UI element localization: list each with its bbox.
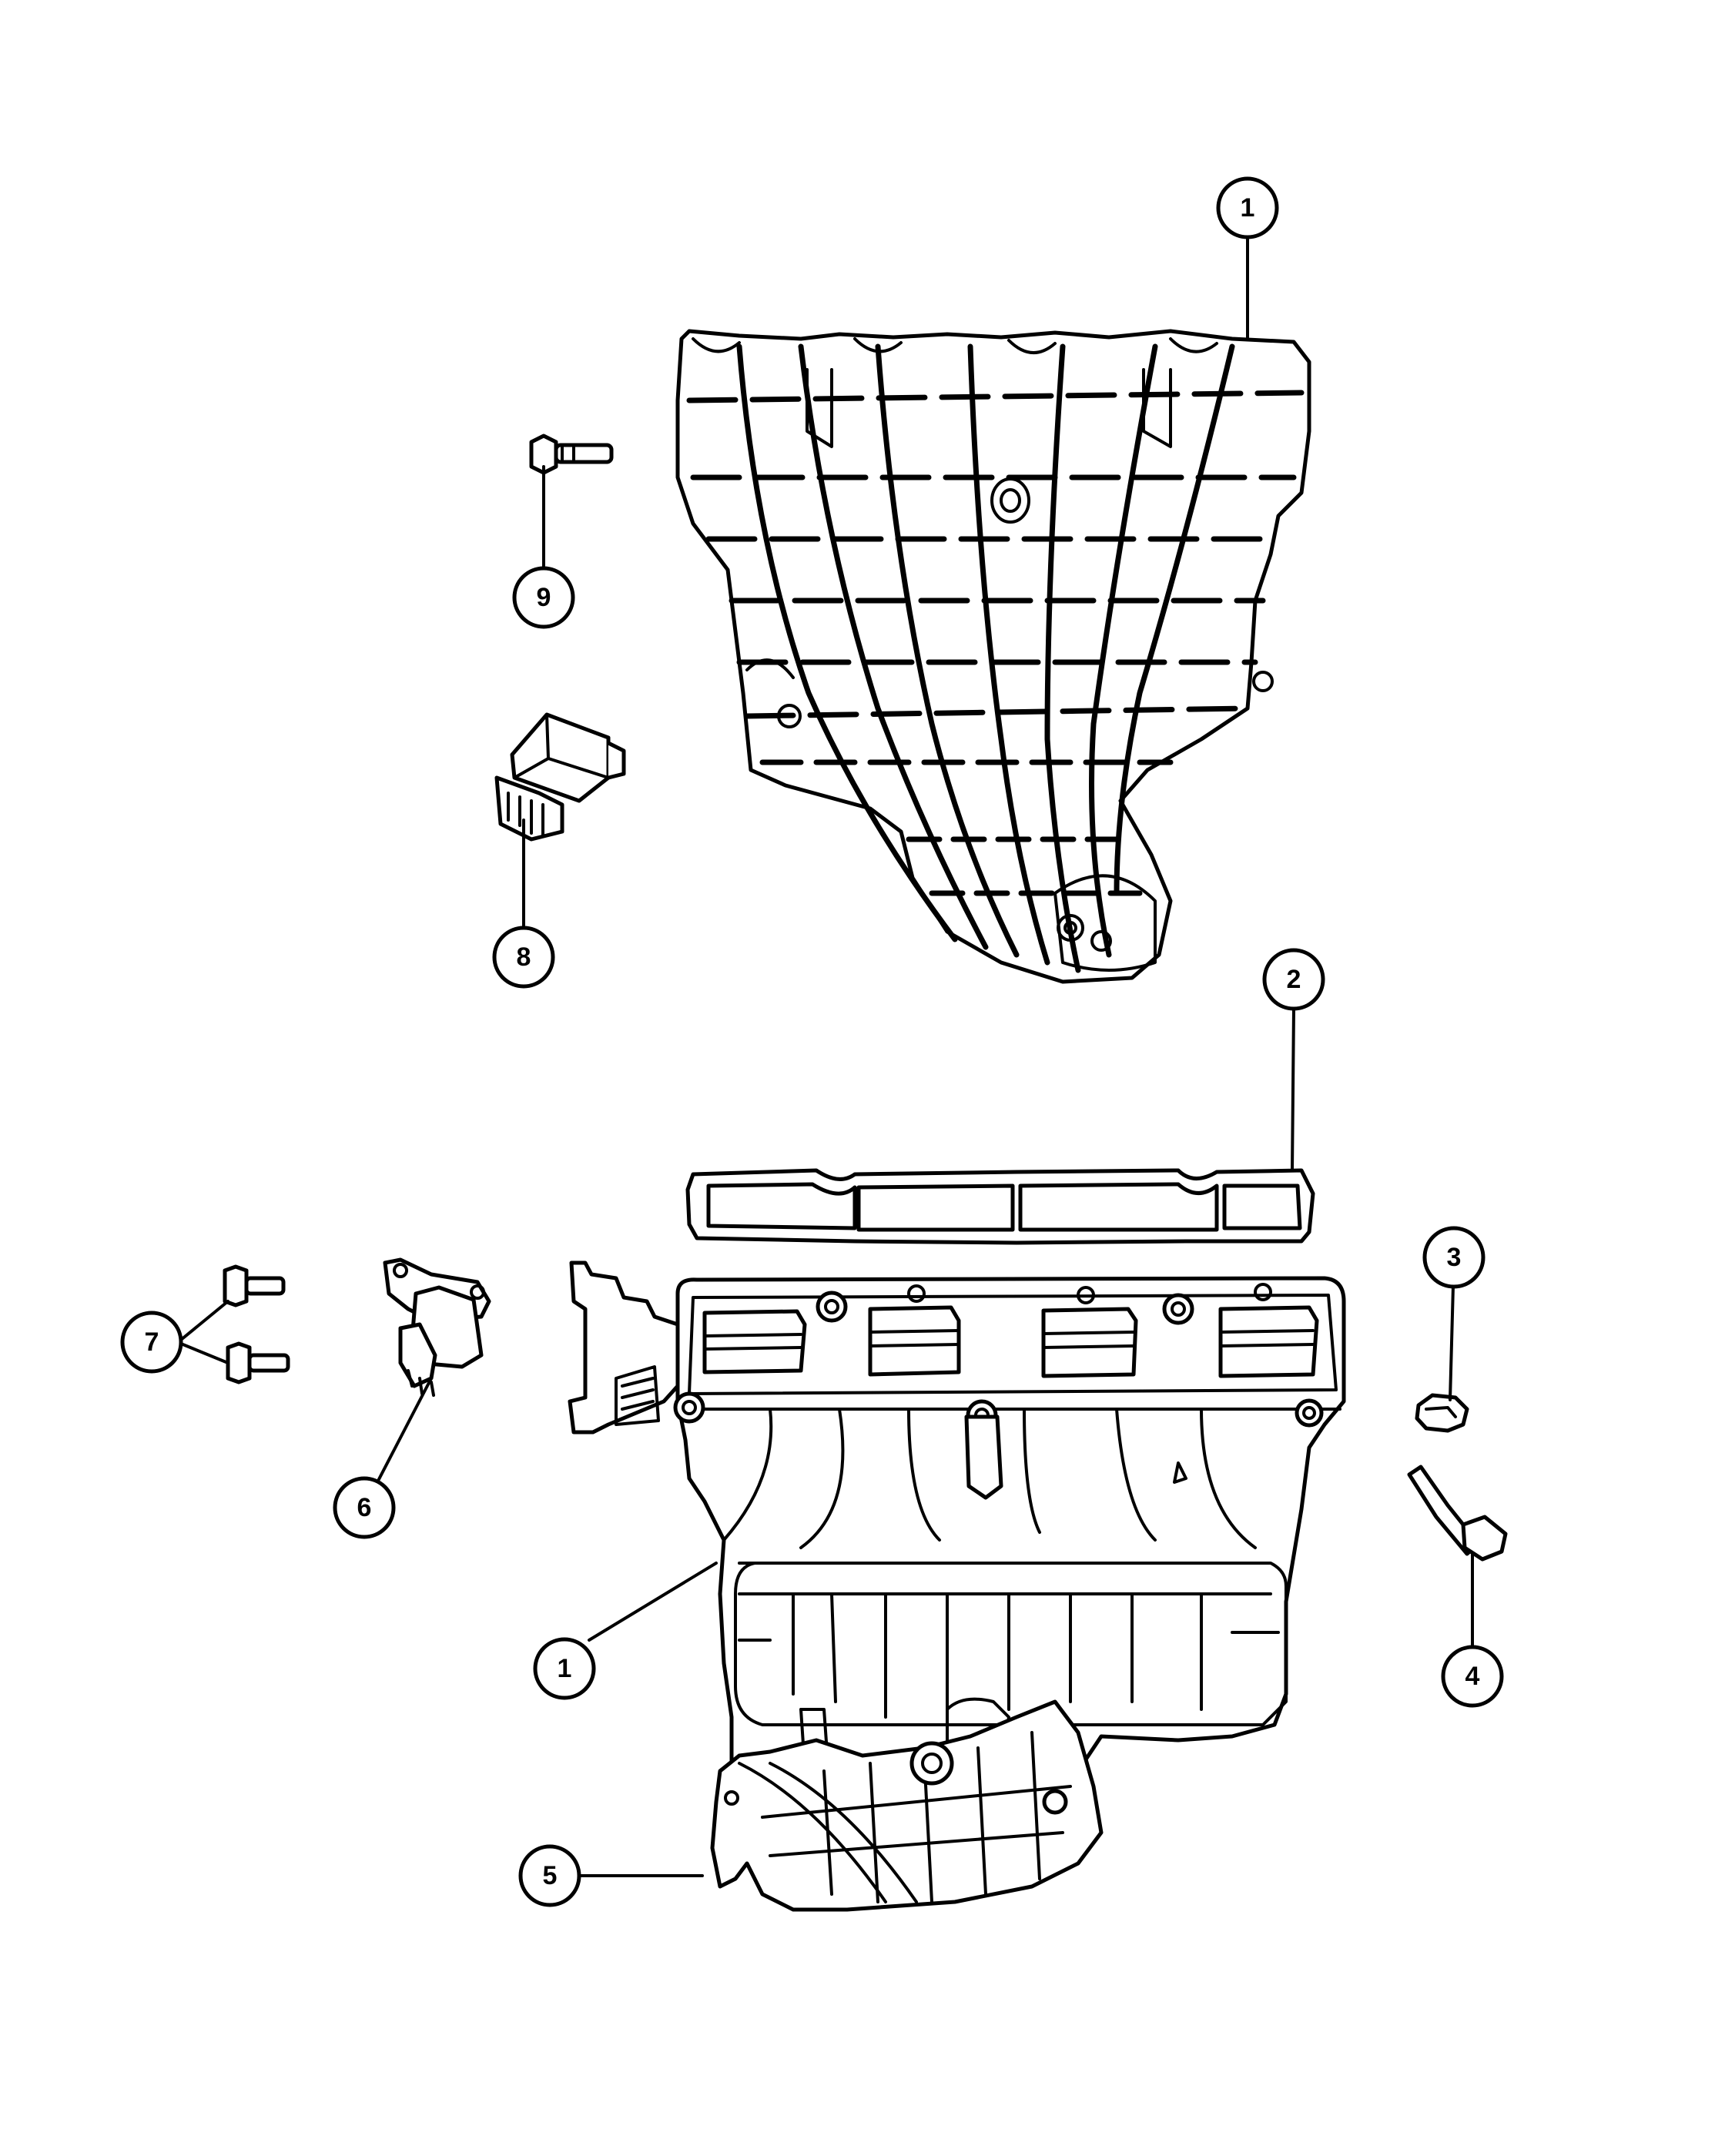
upper-intake-plenum bbox=[675, 329, 1311, 984]
callout-label: 2 bbox=[1287, 965, 1301, 994]
sensor-8 bbox=[494, 712, 626, 842]
callout-5: 5 bbox=[518, 1844, 581, 1907]
gasket-2 bbox=[685, 1168, 1315, 1245]
stud-4 bbox=[1407, 1465, 1508, 1562]
callout-label: 8 bbox=[517, 942, 531, 972]
callout-7: 7 bbox=[120, 1311, 183, 1374]
callout-1-upper: 1 bbox=[1216, 176, 1279, 239]
callout-8: 8 bbox=[492, 926, 555, 989]
bolts-7 bbox=[223, 1264, 290, 1384]
callout-label: 3 bbox=[1447, 1243, 1462, 1272]
intake-elbow-5 bbox=[710, 1699, 1104, 1912]
callout-label: 5 bbox=[543, 1861, 558, 1890]
callout-9: 9 bbox=[512, 566, 575, 629]
sensor-6 bbox=[383, 1257, 491, 1397]
callout-2: 2 bbox=[1262, 948, 1325, 1011]
callout-label: 4 bbox=[1465, 1662, 1480, 1691]
callout-label: 9 bbox=[537, 583, 551, 612]
leader-lines bbox=[179, 236, 1474, 1877]
callout-6: 6 bbox=[333, 1476, 396, 1539]
callout-label: 6 bbox=[357, 1493, 372, 1522]
callout-label: 1 bbox=[558, 1654, 572, 1683]
nut-3 bbox=[1415, 1393, 1469, 1433]
callout-4: 4 bbox=[1441, 1645, 1504, 1708]
bolt-9 bbox=[529, 434, 614, 475]
lower-intake-manifold bbox=[568, 1260, 1346, 1881]
callout-label: 7 bbox=[145, 1327, 159, 1357]
callout-1-lower: 1 bbox=[533, 1637, 596, 1700]
callout-label: 1 bbox=[1241, 193, 1255, 223]
callout-3: 3 bbox=[1422, 1226, 1486, 1289]
